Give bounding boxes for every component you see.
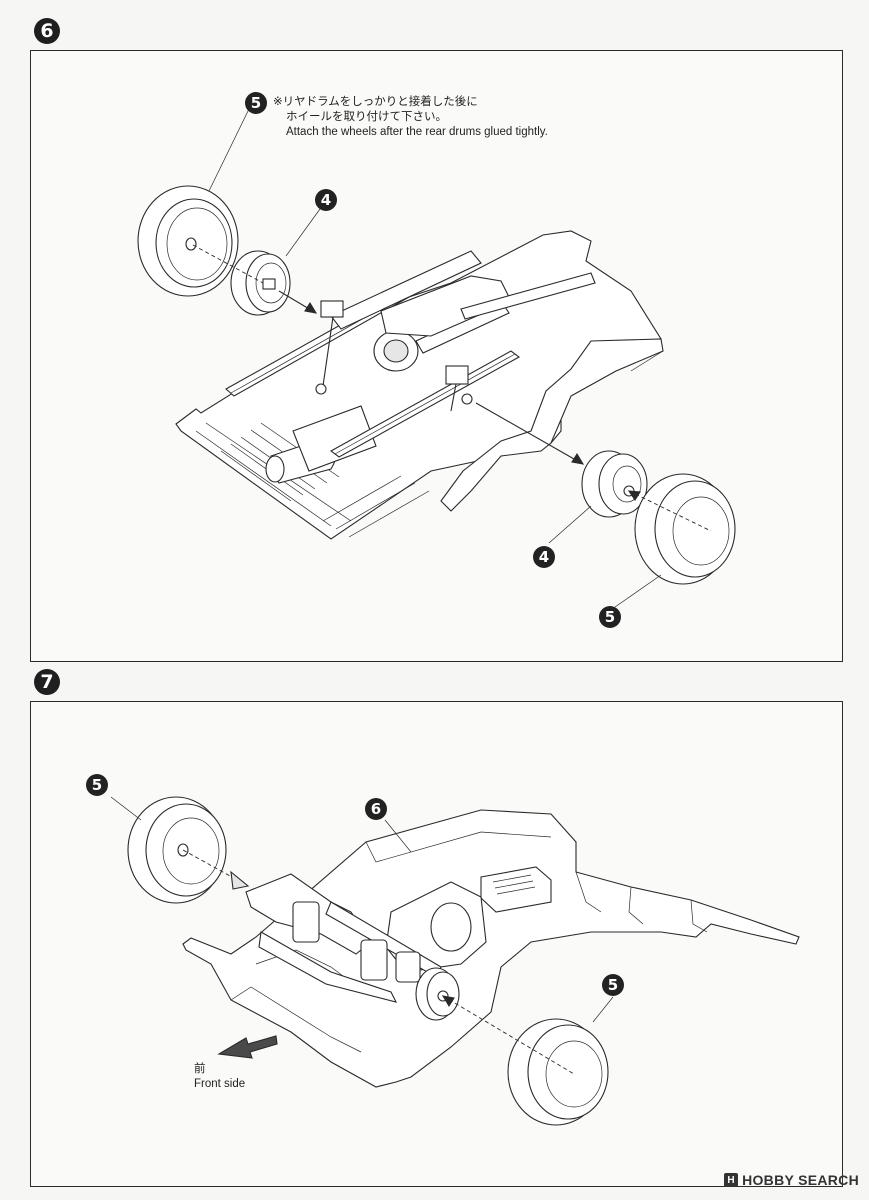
step-6-instruction-note: ※リヤドラムをしっかりと接着した後に ホイールを取り付けて下さい。 Attach… xyxy=(273,95,548,140)
step-6-part-4-callout-top: 4 xyxy=(315,189,337,211)
step-7-assembly-drawing xyxy=(110,796,800,1126)
step-6-part-5-callout-top: 5 xyxy=(245,92,267,114)
step-6-number: 6 xyxy=(34,18,60,44)
step-7-number: 7 xyxy=(34,669,60,695)
step-7-part-5-callout-right: 5 xyxy=(602,974,624,996)
front-english: Front side xyxy=(194,1078,246,1090)
step-6-part-4-callout-bottom: 4 xyxy=(533,546,555,568)
note-japanese-line-2: ホイールを取り付けて下さい。 xyxy=(286,111,447,123)
step-6-panel: 5 4 4 5 ※リヤドラムをしっかりと接着した後に ホイールを取り付けて下さい… xyxy=(30,50,843,662)
front-side-label: 前 Front side xyxy=(194,1062,245,1092)
watermark-text: HOBBY SEARCH xyxy=(742,1172,859,1188)
note-english: Attach the wheels after the rear drums g… xyxy=(286,126,548,138)
note-japanese-line-1: ※リヤドラムをしっかりと接着した後に xyxy=(273,96,478,108)
step-6-assembly-drawing xyxy=(137,108,736,608)
hobby-search-watermark: H HOBBY SEARCH xyxy=(724,1172,859,1188)
front-japanese: 前 xyxy=(194,1063,206,1075)
step-7-part-6-callout: 6 xyxy=(365,798,387,820)
step-6-part-5-callout-bottom: 5 xyxy=(599,606,621,628)
hobby-search-logo-icon: H xyxy=(724,1173,739,1187)
step-7-panel: 5 6 5 前 Front side xyxy=(30,701,843,1187)
step-7-part-5-callout-left: 5 xyxy=(86,774,108,796)
